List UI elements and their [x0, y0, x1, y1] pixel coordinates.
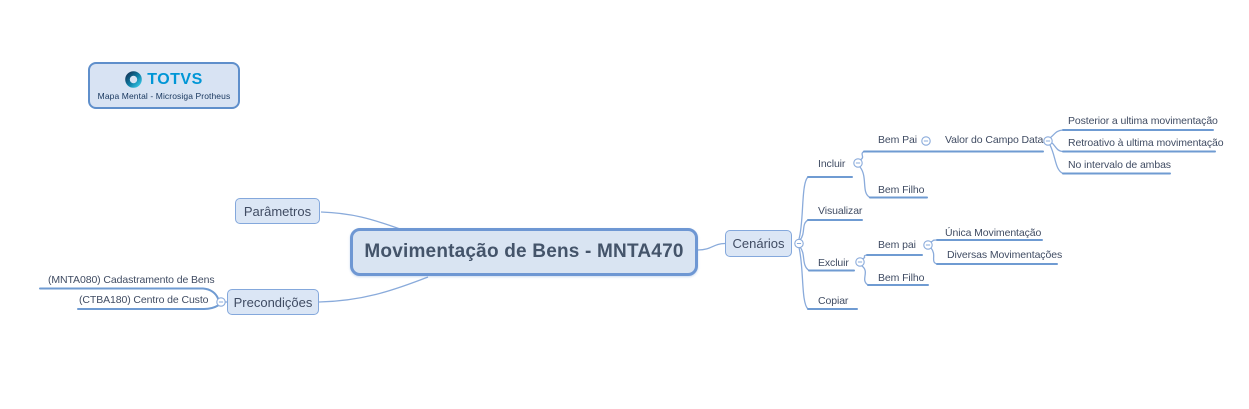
- topic-node-visualizar[interactable]: Visualizar: [818, 205, 863, 217]
- totvs-brand-text: TOTVS: [147, 70, 203, 88]
- fold-toggle-bem_pai_incluir[interactable]: [921, 136, 931, 146]
- connector-bem_pai_excluir-diversas: [930, 247, 938, 265]
- topic-node-copiar[interactable]: Copiar: [818, 295, 849, 307]
- topic-node-parametros[interactable]: Parâmetros: [235, 198, 320, 224]
- connector-root-cenarios: [697, 242, 726, 251]
- topic-node-valor_campo_data[interactable]: Valor do Campo Data: [945, 134, 1044, 146]
- connector-incluir-bem_filho_incluir: [859, 166, 871, 199]
- fold-toggle-cenarios[interactable]: [794, 238, 804, 249]
- totvs-logo-row: TOTVS: [125, 71, 203, 89]
- connector-excluir-bem_filho_excluir: [861, 265, 869, 286]
- connector-bem_pai_excluir-unica: [930, 239, 938, 243]
- topic-node-incluir[interactable]: Incluir: [818, 158, 846, 170]
- topic-node-retroativo[interactable]: Retroativo à ultima movimentação: [1068, 137, 1224, 149]
- topic-node-bem_filho_excluir[interactable]: Bem Filho: [878, 272, 925, 284]
- fold-toggle-excluir[interactable]: [855, 257, 865, 267]
- topic-node-excluir[interactable]: Excluir: [818, 257, 849, 269]
- node-underline-ctba180: [77, 304, 219, 310]
- connector-root-parametros: [320, 211, 401, 230]
- totvs-subtitle-text: Mapa Mental - Microsiga Protheus: [97, 90, 231, 101]
- topic-node-bem_filho_incluir[interactable]: Bem Filho: [878, 184, 925, 196]
- connector-cenarios-excluir: [799, 246, 810, 272]
- connector-valor-posterior: [1049, 129, 1064, 139]
- topic-node-diversas[interactable]: Diversas Movimentações: [947, 249, 1063, 261]
- topic-node-unica[interactable]: Única Movimentação: [945, 227, 1042, 239]
- totvs-ring-icon: [125, 71, 143, 88]
- topic-node-posterior[interactable]: Posterior a ultima movimentação: [1068, 115, 1218, 127]
- connector-cenarios-copiar: [798, 247, 809, 310]
- node-underline-mnta080: [39, 287, 219, 300]
- connector-valor-no_intervalo: [1049, 144, 1064, 175]
- connector-cenarios-incluir: [798, 176, 809, 240]
- topic-node-mnta080[interactable]: (MNTA080) Cadastramento de Bens: [48, 274, 215, 286]
- central-topic-node[interactable]: Movimentação de Bens - MNTA470: [350, 228, 698, 276]
- connector-valor-retroativo: [1050, 141, 1064, 153]
- fold-toggle-bem_pai_excluir[interactable]: [923, 240, 933, 250]
- topic-node-bem_pai_excluir[interactable]: Bem pai: [878, 239, 916, 251]
- fold-toggle-incluir[interactable]: [853, 158, 863, 168]
- topic-node-ctba180[interactable]: (CTBA180) Centro de Custo: [79, 294, 209, 306]
- fold-toggle-valor_campo_data[interactable]: [1043, 136, 1053, 146]
- connector-incluir-bem_pai_incluir: [859, 150, 865, 161]
- totvs-logo-box: TOTVS Mapa Mental - Microsiga Protheus: [88, 62, 240, 109]
- fold-toggle-precondicoes[interactable]: [216, 297, 226, 307]
- topic-node-no_intervalo[interactable]: No intervalo de ambas: [1068, 159, 1171, 171]
- topic-node-precondicoes[interactable]: Precondições: [227, 289, 319, 315]
- connector-cenarios-visualizar: [799, 219, 809, 241]
- connector-root-precondicoes: [318, 276, 429, 303]
- topic-node-bem_pai_incluir[interactable]: Bem Pai: [878, 134, 917, 146]
- topic-node-cenarios[interactable]: Cenários: [725, 230, 792, 257]
